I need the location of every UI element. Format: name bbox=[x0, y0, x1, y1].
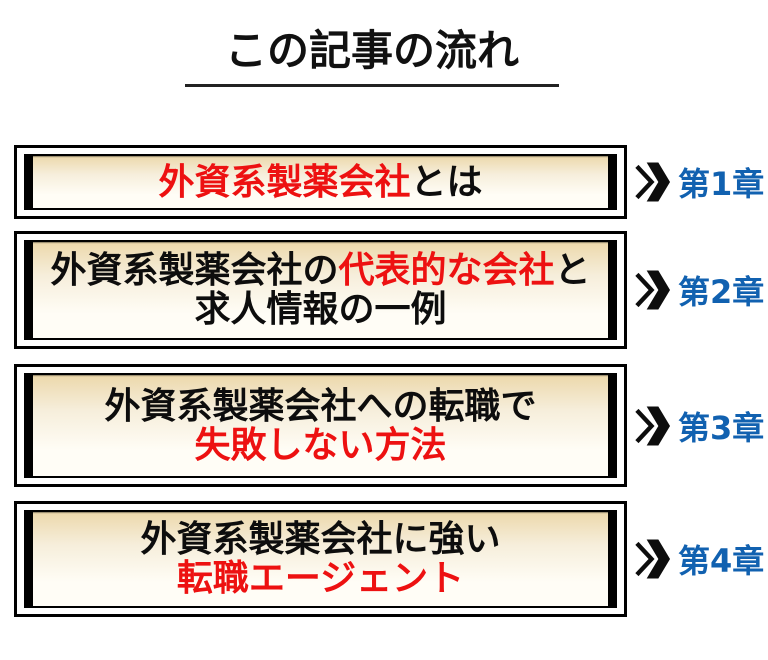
title-underline bbox=[185, 84, 559, 88]
chapter-label: 第4章 bbox=[678, 542, 765, 580]
topic-box: 外資系製薬会社の代表的な会社と求人情報の一例 bbox=[14, 231, 627, 349]
chapter-row: 外資系製薬会社とは 第1章 bbox=[14, 145, 764, 219]
chapter-label: 第3章 bbox=[678, 408, 765, 447]
chapter-row: 外資系製薬会社への転職で失敗しない方法 第3章 bbox=[14, 364, 764, 487]
chapter-label: 第1章 bbox=[678, 165, 765, 203]
topic-line: 失敗しない方法 bbox=[194, 426, 446, 465]
topic-box-inner: 外資系製薬会社とは bbox=[24, 154, 617, 210]
topic-text-segment: と bbox=[554, 250, 591, 291]
chapter-label: 第2章 bbox=[678, 273, 765, 311]
topic-text-segment: 外資系製薬会社 bbox=[158, 161, 411, 203]
topic-text-segment: とは bbox=[410, 161, 483, 203]
topic-text-segment: 外資系製薬会社への転職で bbox=[104, 385, 537, 427]
double-chevron-right-icon bbox=[635, 539, 671, 579]
chapter-pointer: 第1章 bbox=[634, 159, 764, 205]
topic-line: 転職エージェント bbox=[177, 559, 464, 598]
page-title: この記事の流れ bbox=[224, 26, 519, 75]
chapter-pointer: 第2章 bbox=[634, 267, 764, 313]
topic-text-segment: 転職エージェント bbox=[176, 558, 465, 599]
topic-line: 外資系製薬会社に強い bbox=[140, 520, 500, 559]
double-chevron-right-icon bbox=[635, 162, 671, 202]
topic-box: 外資系製薬会社への転職で失敗しない方法 bbox=[14, 364, 627, 487]
topic-box-inner: 外資系製薬会社の代表的な会社と求人情報の一例 bbox=[24, 240, 617, 340]
topic-line: 外資系製薬会社の代表的な会社と bbox=[50, 251, 590, 290]
topic-text-segment: 外資系製薬会社に強い bbox=[140, 519, 501, 560]
topic-text-segment: 失敗しない方法 bbox=[194, 424, 447, 466]
topic-text-segment: 求人情報の一例 bbox=[194, 289, 447, 330]
topic-text-segment: 代表的な会社 bbox=[338, 250, 555, 291]
topic-box: 外資系製薬会社に強い転職エージェント bbox=[14, 501, 627, 617]
topic-box-inner: 外資系製薬会社に強い転職エージェント bbox=[24, 510, 617, 608]
double-chevron-right-icon bbox=[635, 406, 671, 445]
chapter-pointer: 第4章 bbox=[634, 536, 764, 582]
double-chevron-right-icon bbox=[635, 270, 671, 310]
chapter-row: 外資系製薬会社に強い転職エージェント 第4章 bbox=[14, 501, 764, 617]
chapter-row: 外資系製薬会社の代表的な会社と求人情報の一例 第2章 bbox=[14, 231, 764, 349]
topic-box: 外資系製薬会社とは bbox=[14, 145, 627, 219]
topic-line: 外資系製薬会社とは bbox=[158, 163, 482, 202]
chapter-pointer: 第3章 bbox=[634, 403, 764, 449]
topic-line: 外資系製薬会社への転職で bbox=[104, 387, 536, 426]
topic-line: 求人情報の一例 bbox=[194, 290, 446, 329]
topic-text-segment: 外資系製薬会社の bbox=[50, 250, 339, 291]
title-block: この記事の流れ bbox=[185, 26, 559, 88]
topic-box-inner: 外資系製薬会社への転職で失敗しない方法 bbox=[24, 373, 617, 478]
